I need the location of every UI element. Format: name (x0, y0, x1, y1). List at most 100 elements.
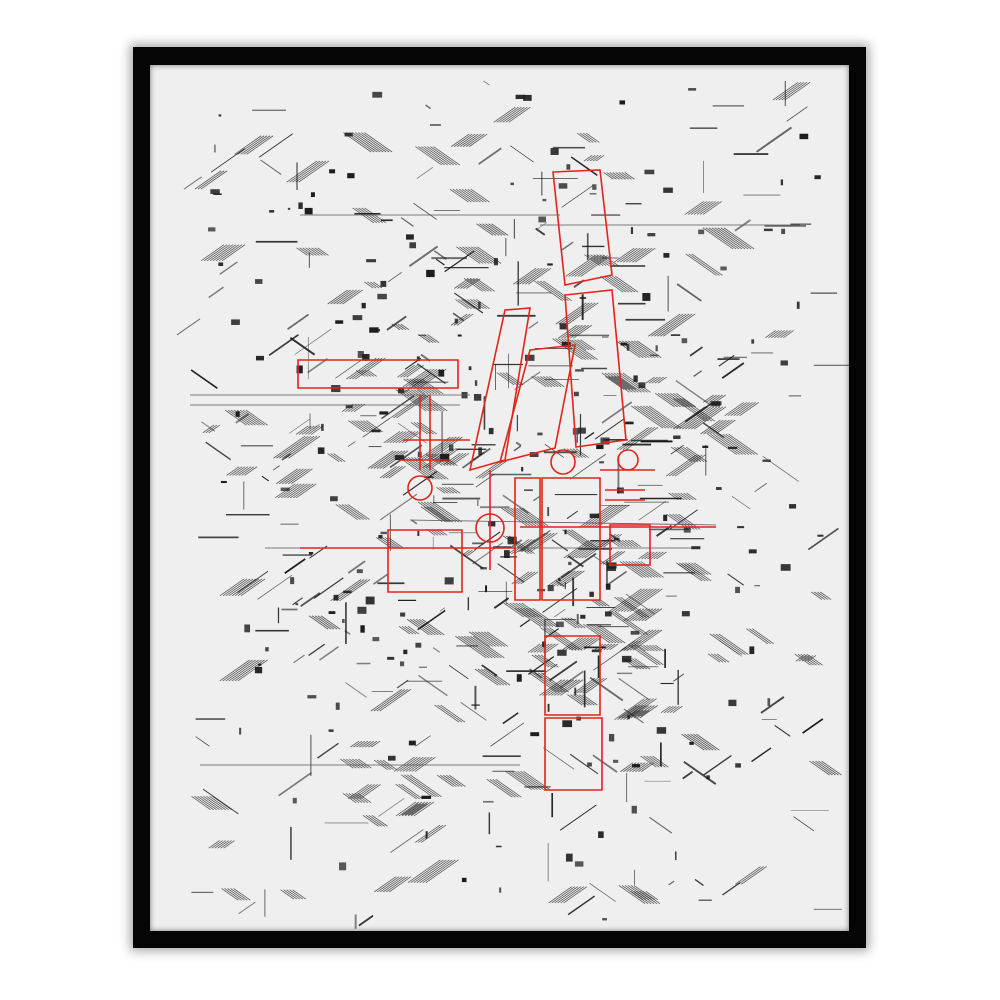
ink-stroke (478, 147, 502, 165)
ink-hatch (579, 677, 602, 694)
ink-hatch (682, 398, 716, 422)
ink-stroke (448, 665, 469, 680)
ink-hatch (713, 653, 727, 663)
ink-block (547, 263, 553, 266)
ink-hatch (562, 570, 585, 587)
ink-hatch (402, 756, 424, 772)
ink-hatch (516, 507, 543, 527)
ink-block (530, 732, 540, 737)
ink-block (796, 301, 800, 309)
ink-hatch (706, 419, 727, 435)
ink-block (558, 183, 568, 189)
ink-stroke (528, 321, 539, 329)
ink-hatch (200, 244, 225, 262)
ink-hatch (666, 705, 677, 714)
ink-hatch (292, 889, 307, 900)
ink-hatch (579, 694, 595, 706)
ink-hatch (446, 774, 463, 787)
ink-hatch (625, 426, 659, 451)
ink-block (308, 551, 314, 555)
ink-hatch (612, 172, 623, 180)
ink-stroke (460, 702, 487, 721)
ink-block (335, 320, 344, 324)
ink-hatch (389, 431, 407, 444)
ink-stroke (543, 747, 575, 770)
ink-hatch (273, 435, 306, 459)
ink-stroke (513, 445, 522, 452)
ink-block (485, 585, 488, 593)
ink-hatch (340, 758, 354, 769)
ink-hatch (314, 615, 335, 630)
ink-stroke (689, 346, 704, 357)
ink-hatch (664, 392, 684, 408)
ink-block (379, 411, 389, 415)
ink-hatch (661, 392, 681, 408)
ink-hatch (527, 643, 541, 653)
ink-block (280, 487, 290, 492)
ink-hatch (208, 424, 221, 434)
ink-hatch (365, 740, 375, 748)
ink-hatch (361, 132, 390, 153)
ink-hatch (728, 433, 758, 455)
ink-hatch (644, 608, 663, 622)
ink-hatch (730, 402, 750, 417)
ink-hatch (448, 486, 458, 494)
ink-hatch (631, 247, 653, 263)
ink-hatch (594, 599, 604, 607)
ink-block (357, 351, 364, 358)
black-line-work (176, 80, 849, 929)
ink-hatch (540, 280, 569, 301)
ink-hatch (655, 644, 664, 652)
ink-hatch (305, 247, 317, 256)
ink-hatch (233, 888, 251, 901)
ink-hatch (227, 888, 245, 901)
ink-hatch (700, 419, 721, 435)
ink-block (673, 435, 681, 440)
ink-hatch (548, 886, 573, 904)
ink-hatch (235, 466, 249, 476)
ink-hatch (537, 280, 566, 301)
ink-hatch (410, 389, 442, 412)
ink-hatch (239, 409, 262, 426)
ink-hatch (343, 758, 357, 769)
ink-block (330, 496, 338, 502)
ink-stroke (287, 313, 310, 330)
ink-hatch (628, 658, 645, 670)
ink-hatch (420, 501, 451, 523)
ink-hatch (638, 762, 652, 772)
ink-hatch (711, 227, 743, 250)
ink-hatch (359, 740, 369, 748)
ink-hatch (410, 803, 428, 816)
ink-hatch (371, 740, 381, 748)
ink-hatch (279, 435, 312, 459)
ink-hatch (411, 756, 433, 772)
ink-stroke (439, 607, 446, 612)
ink-hatch (317, 247, 329, 256)
ink-stroke (444, 250, 475, 273)
ink-block (619, 100, 626, 105)
ink-hatch (674, 454, 706, 477)
ink-block (762, 459, 771, 462)
ink-hatch (416, 457, 449, 480)
ink-hatch (708, 227, 740, 250)
ink-hatch (690, 733, 714, 751)
ink-hatch (352, 758, 366, 769)
ink-hatch (668, 492, 679, 501)
ink-hatch (615, 172, 626, 180)
ink-stroke (415, 735, 431, 747)
ink-hatch (815, 760, 836, 776)
ink-hatch (683, 492, 694, 501)
ink-hatch (243, 135, 271, 155)
ink-hatch (545, 679, 569, 696)
ink-stroke (210, 148, 246, 173)
ink-hatch (392, 431, 410, 444)
ink-stroke (589, 882, 616, 902)
ink-block (235, 411, 240, 417)
ink-block (625, 421, 634, 425)
ink-hatch (557, 679, 581, 696)
ink-hatch (404, 801, 426, 817)
ink-hatch (795, 655, 805, 662)
ink-hatch (357, 420, 374, 433)
ink-hatch (403, 364, 421, 378)
ink-hatch (640, 561, 664, 578)
